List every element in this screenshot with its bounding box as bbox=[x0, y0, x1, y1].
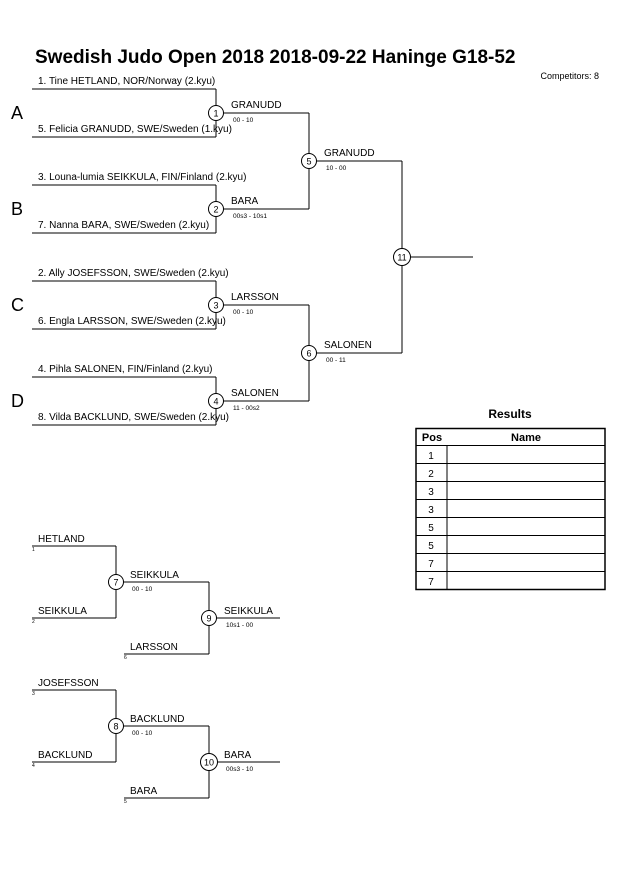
pool-label-d: D bbox=[11, 391, 24, 411]
repechage-seed: 2 bbox=[32, 619, 35, 625]
match-winner: GRANUDD bbox=[324, 148, 375, 159]
match-3: 3 LARSSON 00 - 10 bbox=[208, 292, 279, 316]
result-pos: 3 bbox=[428, 487, 434, 498]
match-1: 1 GRANUDD 00 - 10 bbox=[208, 100, 282, 124]
match-number-circle bbox=[108, 574, 124, 590]
pool-label-b: B bbox=[11, 199, 23, 219]
match-10: 10 BARA 00s3 - 10 bbox=[200, 750, 253, 773]
match-score: 00s3 - 10 bbox=[226, 766, 253, 773]
match-number-circle bbox=[200, 753, 218, 771]
match-number-circle bbox=[108, 718, 124, 734]
repechage-entry: JOSEFSSON bbox=[38, 678, 99, 689]
match-number: 7 bbox=[113, 578, 118, 588]
entry-5: 5. Felicia GRANUDD, SWE/Sweden (1.kyu) bbox=[38, 124, 232, 135]
repechage-entry: HETLAND bbox=[38, 534, 85, 545]
match-number: 9 bbox=[206, 614, 211, 624]
match-score: 00 - 10 bbox=[132, 586, 153, 593]
repechage-seed: 3 bbox=[32, 691, 35, 697]
match-number: 3 bbox=[213, 301, 218, 311]
results-rows: 1 2 3 3 5 5 7 7 bbox=[428, 451, 434, 588]
match-winner: SALONEN bbox=[231, 388, 279, 399]
match-score: 00 - 11 bbox=[326, 357, 346, 364]
entry-7: 7. Nanna BARA, SWE/Sweden (2.kyu) bbox=[38, 220, 209, 231]
repechage-entry: LARSSON bbox=[130, 642, 178, 653]
match-2: 2 BARA 00s3 - 10s1 bbox=[208, 196, 267, 220]
match-11-final: 11 bbox=[393, 248, 411, 266]
match-number: 6 bbox=[306, 349, 311, 359]
pool-label-a: A bbox=[11, 103, 23, 123]
match-number: 10 bbox=[204, 758, 214, 768]
entry-6: 6. Engla LARSSON, SWE/Sweden (2.kyu) bbox=[38, 316, 226, 327]
match-winner: GRANUDD bbox=[231, 100, 282, 111]
match-score: 10s1 - 00 bbox=[226, 622, 253, 629]
result-pos: 1 bbox=[428, 451, 434, 462]
result-pos: 5 bbox=[428, 541, 434, 552]
match-number: 5 bbox=[306, 157, 311, 167]
results-table bbox=[415, 427, 606, 591]
match-score: 00 - 10 bbox=[233, 117, 254, 124]
match-winner: SEIKKULA bbox=[224, 606, 273, 617]
match-score: 10 - 00 bbox=[326, 165, 347, 172]
match-number: 8 bbox=[113, 722, 118, 732]
result-pos: 2 bbox=[428, 469, 434, 480]
repechage-seed: 4 bbox=[32, 763, 35, 769]
match-score: 11 - 00s2 bbox=[233, 405, 260, 412]
match-score: 00 - 10 bbox=[132, 730, 153, 737]
result-pos: 3 bbox=[428, 505, 434, 516]
entry-8: 8. Vilda BACKLUND, SWE/Sweden (2.kyu) bbox=[38, 412, 229, 423]
match-winner: SEIKKULA bbox=[130, 570, 179, 581]
entry-1: 1. Tine HETLAND, NOR/Norway (2.kyu) bbox=[38, 76, 215, 87]
match-winner: BARA bbox=[224, 750, 252, 761]
result-pos: 5 bbox=[428, 523, 434, 534]
repechage-seed: 6 bbox=[124, 655, 127, 661]
repechage-entry: SEIKKULA bbox=[38, 606, 87, 617]
match-score: 00s3 - 10s1 bbox=[233, 213, 267, 220]
match-winner: BARA bbox=[231, 196, 259, 207]
repechage-entry: BACKLUND bbox=[38, 750, 92, 761]
match-winner: BACKLUND bbox=[130, 714, 184, 725]
match-6: 6 SALONEN 00 - 11 bbox=[301, 340, 372, 364]
results-title: Results bbox=[488, 407, 532, 421]
results-col-pos: Pos bbox=[422, 432, 442, 444]
match-winner: LARSSON bbox=[231, 292, 279, 303]
repechage-seed: 1 bbox=[32, 547, 35, 553]
pool-label-c: C bbox=[11, 295, 24, 315]
match-number-circle bbox=[208, 201, 224, 217]
repechage-2-lines bbox=[32, 689, 280, 799]
entry-4: 4. Pihla SALONEN, FIN/Finland (2.kyu) bbox=[38, 364, 213, 375]
match-number: 2 bbox=[213, 205, 218, 215]
match-number-circle bbox=[208, 297, 224, 313]
match-number-circle bbox=[393, 248, 411, 266]
match-8: 8 BACKLUND 00 - 10 bbox=[108, 714, 184, 737]
repechage-entry: BARA bbox=[130, 786, 158, 797]
match-winner: SALONEN bbox=[324, 340, 372, 351]
repechage-1-lines bbox=[32, 545, 280, 655]
repechage-seed: 5 bbox=[124, 799, 127, 805]
match-number-circle bbox=[201, 610, 217, 626]
match-9: 9 SEIKKULA 10s1 - 00 bbox=[201, 606, 273, 629]
match-number-circle bbox=[208, 105, 224, 121]
results-col-name: Name bbox=[511, 432, 541, 444]
match-4: 4 SALONEN 11 - 00s2 bbox=[208, 388, 279, 412]
sheet-title: Swedish Judo Open 2018 2018-09-22 Haning… bbox=[35, 47, 515, 68]
competitors-count: Competitors: 8 bbox=[540, 71, 599, 81]
match-number: 1 bbox=[213, 109, 218, 119]
match-number-circle bbox=[208, 393, 224, 409]
match-number: 4 bbox=[213, 397, 218, 407]
match-number-circle bbox=[301, 153, 317, 169]
entry-3: 3. Louna-lumia SEIKKULA, FIN/Finland (2.… bbox=[38, 172, 246, 183]
match-number-circle bbox=[301, 345, 317, 361]
match-5: 5 GRANUDD 10 - 00 bbox=[301, 148, 375, 172]
match-number: 11 bbox=[397, 253, 406, 263]
result-pos: 7 bbox=[428, 577, 434, 588]
match-7: 7 SEIKKULA 00 - 10 bbox=[108, 570, 179, 593]
result-pos: 7 bbox=[428, 559, 434, 570]
match-score: 00 - 10 bbox=[233, 309, 254, 316]
entry-2: 2. Ally JOSEFSSON, SWE/Sweden (2.kyu) bbox=[38, 268, 229, 279]
